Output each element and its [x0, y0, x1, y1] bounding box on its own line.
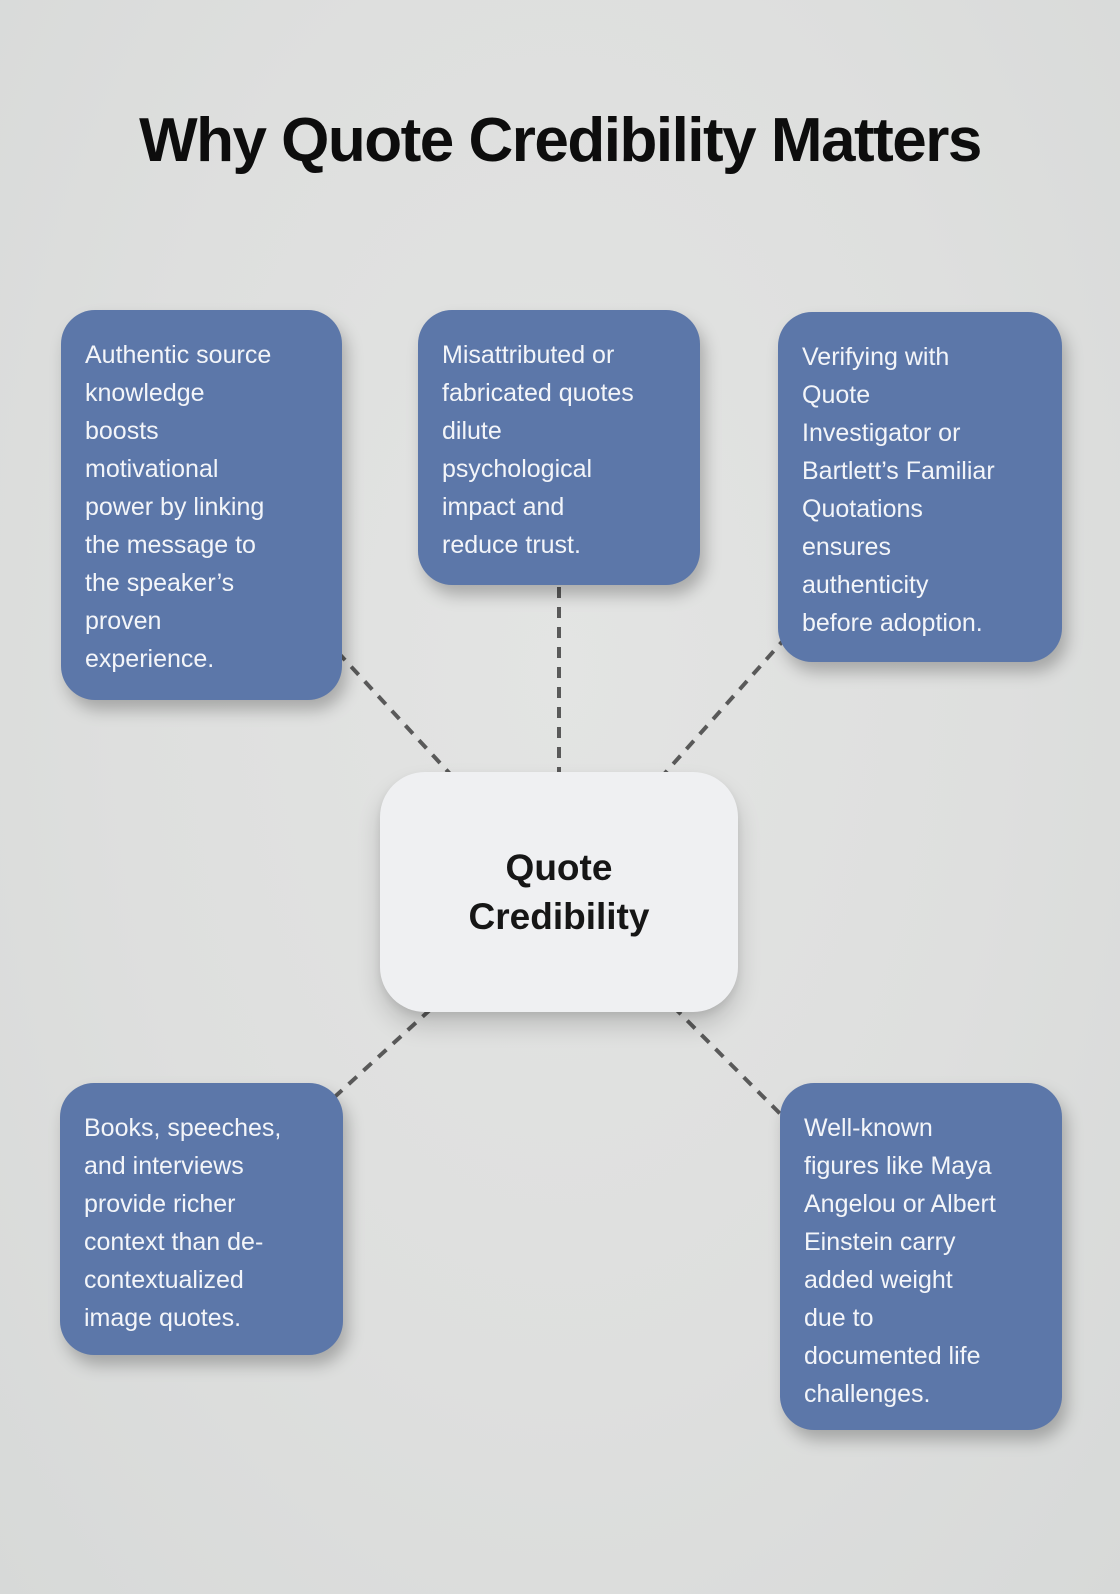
page-title: Why Quote Credibility Matters — [139, 106, 982, 175]
node-richer-context: Books, speeches, and interviews provide … — [60, 1083, 343, 1355]
node-verifying-sources: Verifying with Quote Investigator or Bar… — [778, 312, 1062, 662]
node-authentic-source: Authentic source knowledge boosts motiva… — [61, 310, 342, 700]
node-misattributed-quotes: Misattributed or fabricated quotes dilut… — [418, 310, 700, 585]
center-node-quote-credibility: Quote Credibility — [380, 772, 738, 1012]
node-well-known-figures: Well-known figures like Maya Angelou or … — [780, 1083, 1062, 1430]
